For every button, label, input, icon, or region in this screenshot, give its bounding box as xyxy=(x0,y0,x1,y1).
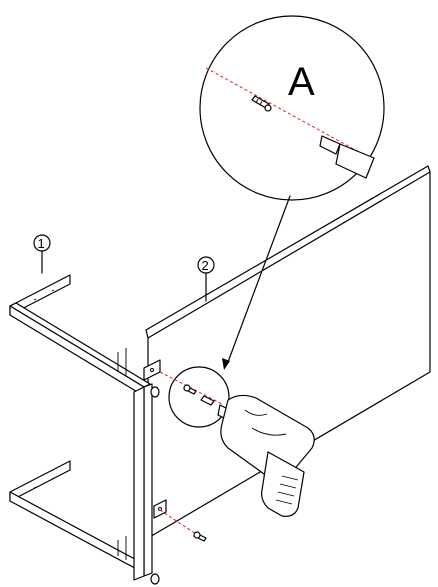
callout-1: 1 xyxy=(33,234,51,274)
detail-label: A xyxy=(288,60,315,104)
power-drill xyxy=(217,394,315,517)
callout-2-number: 2 xyxy=(202,258,209,273)
detail-screwdriver-bit xyxy=(319,135,375,179)
screw-zone-circle xyxy=(159,366,230,428)
detail-screw xyxy=(251,95,272,112)
callout-1-number: 1 xyxy=(38,236,45,251)
detail-pointer-arrow xyxy=(222,195,291,370)
lower-screw xyxy=(159,509,207,542)
detail-circle: A xyxy=(199,15,385,201)
callout-2: 2 xyxy=(197,256,215,302)
frame-part-1 xyxy=(9,274,160,585)
